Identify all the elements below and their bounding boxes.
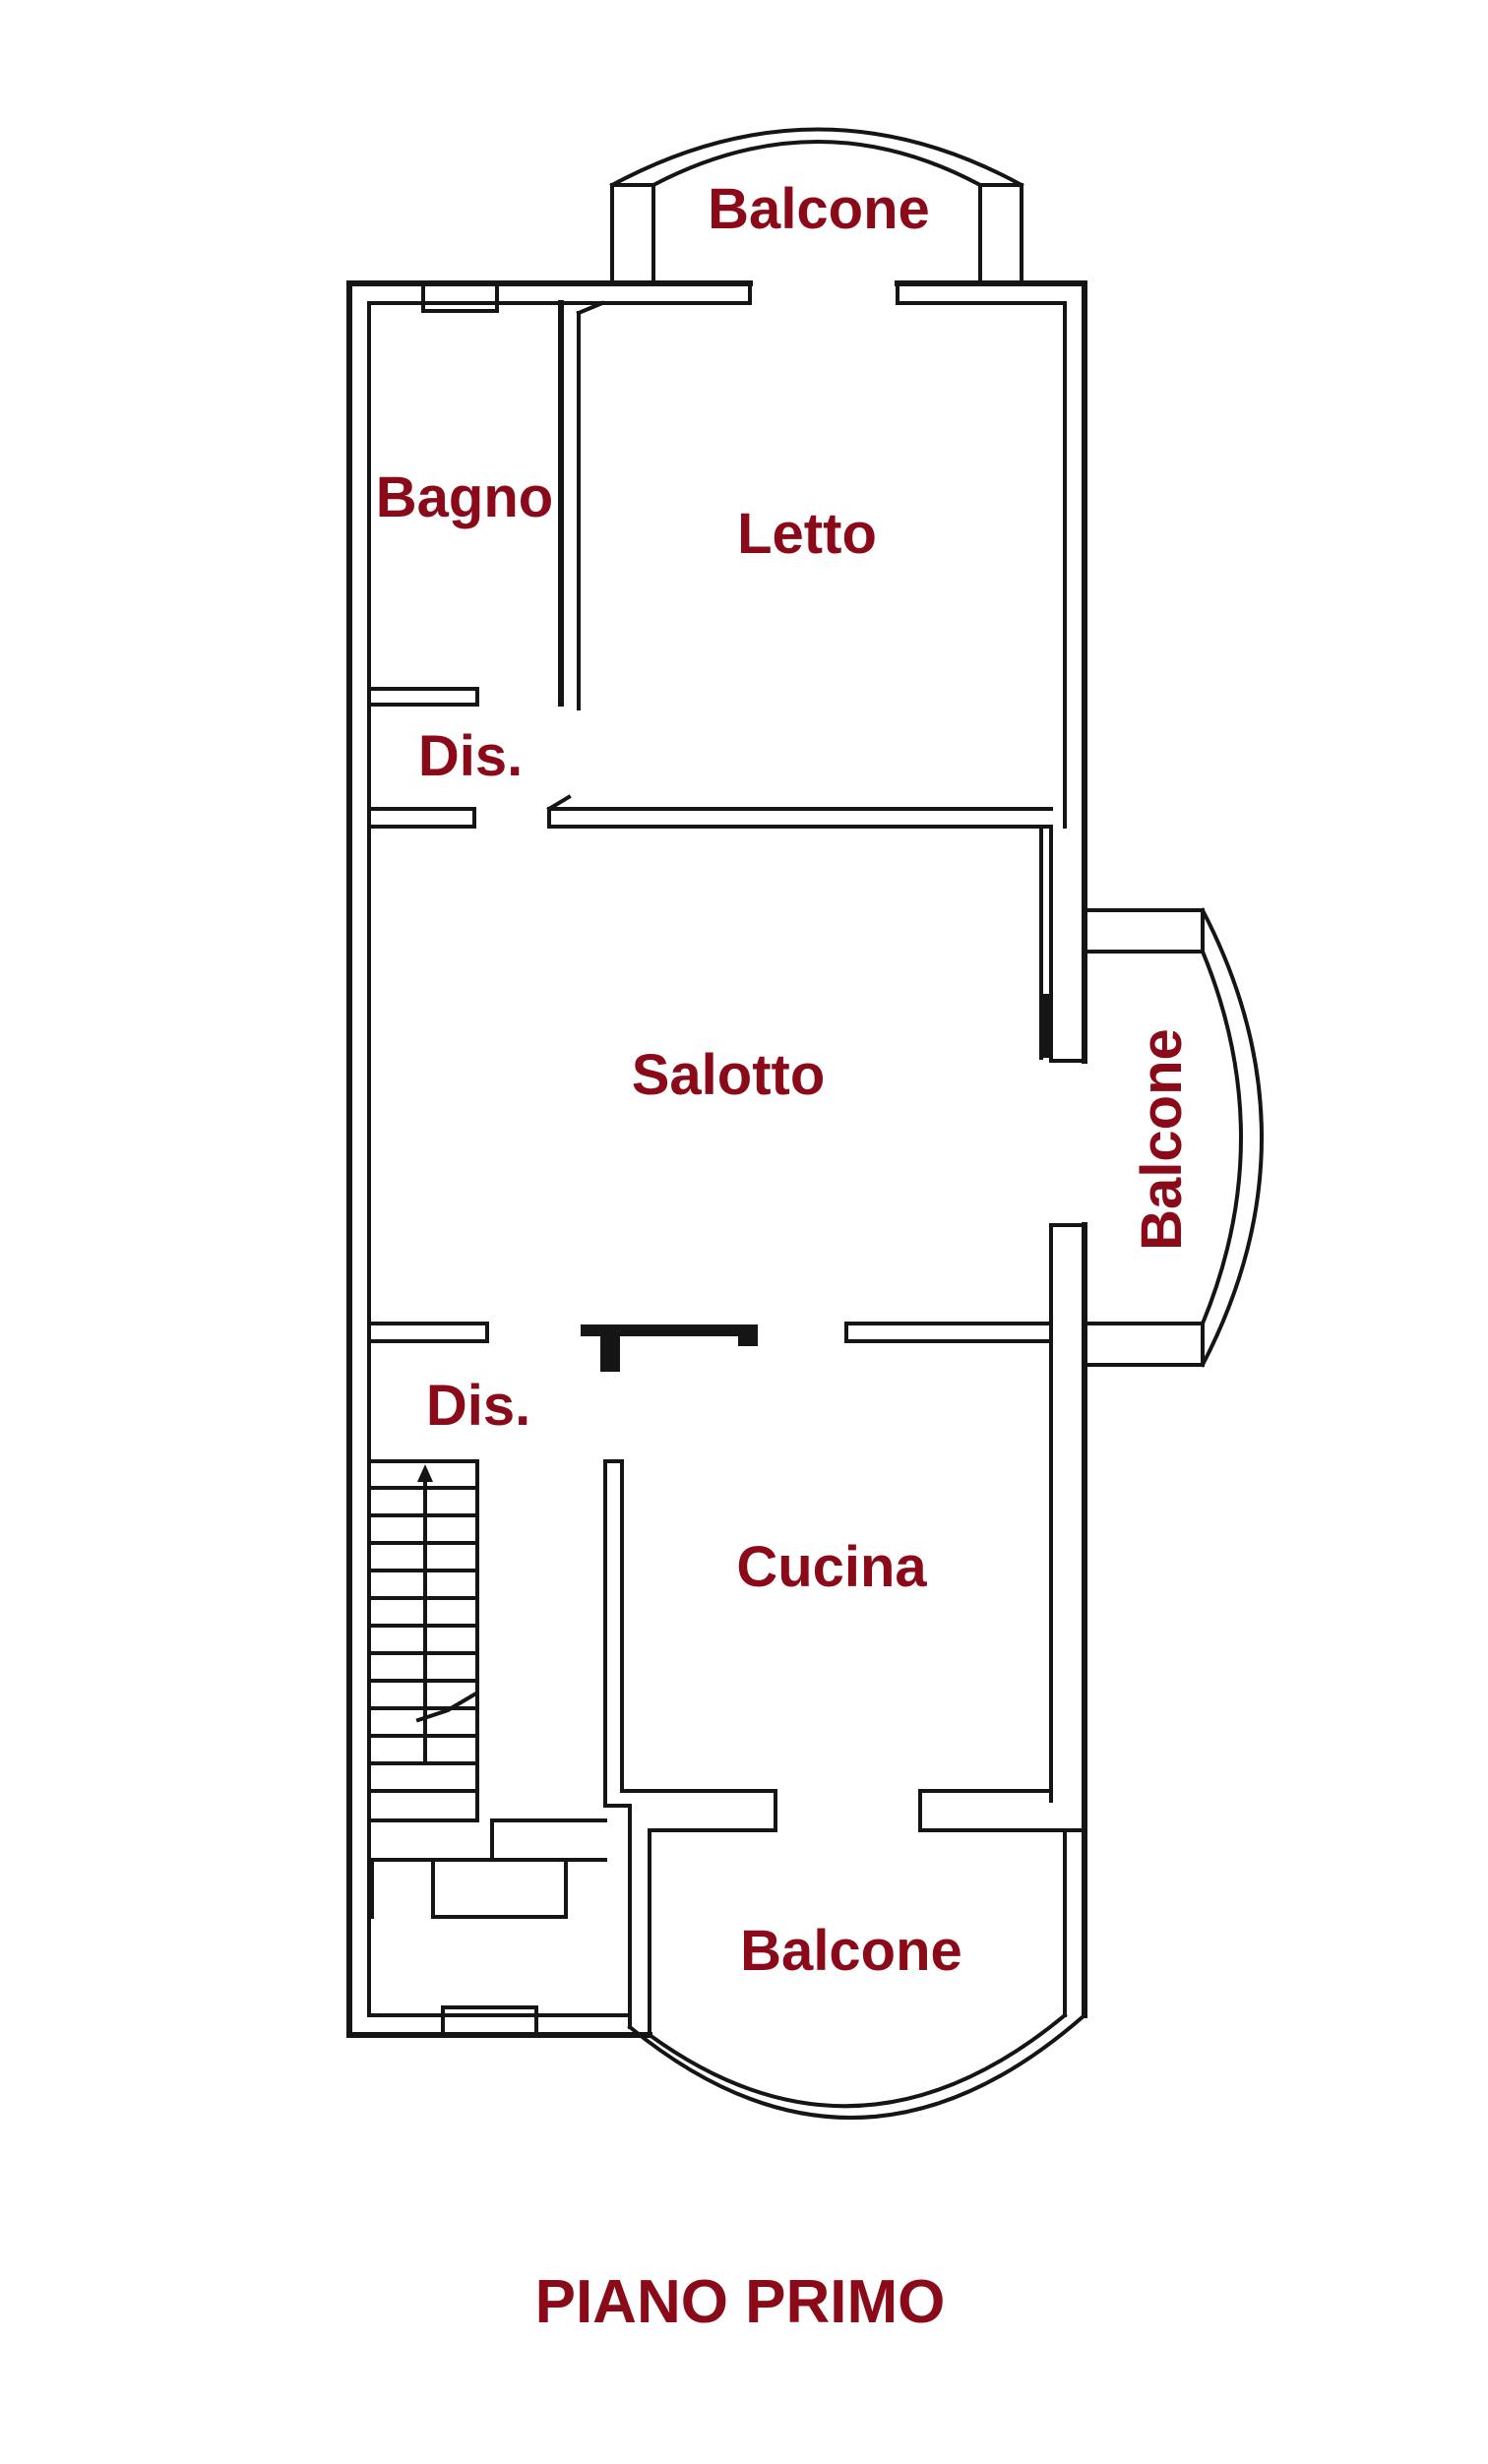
staircase — [367, 1459, 479, 1919]
room-labels: Balcone Bagno Letto Dis. Salotto Balcone… — [376, 177, 1194, 1983]
label-salotto: Salotto — [632, 1043, 826, 1107]
label-bagno: Bagno — [376, 465, 553, 529]
label-balcone-bottom: Balcone — [740, 1919, 962, 1983]
label-cucina: Cucina — [736, 1535, 927, 1599]
balcony-bottom-structure — [627, 1804, 1087, 2120]
balcony-top-structure — [609, 127, 1024, 285]
label-dis-lower: Dis. — [426, 1374, 530, 1438]
label-letto: Letto — [737, 502, 877, 566]
balcony-right-structure — [1083, 907, 1264, 1368]
outer-walls — [346, 280, 1087, 2038]
label-balcone-top: Balcone — [708, 177, 930, 241]
label-dis-upper: Dis. — [418, 724, 523, 788]
floor-title: PIANO PRIMO — [535, 2268, 946, 2336]
interior-walls — [367, 300, 1086, 1919]
label-balcone-right: Balcone — [1130, 1028, 1194, 1251]
